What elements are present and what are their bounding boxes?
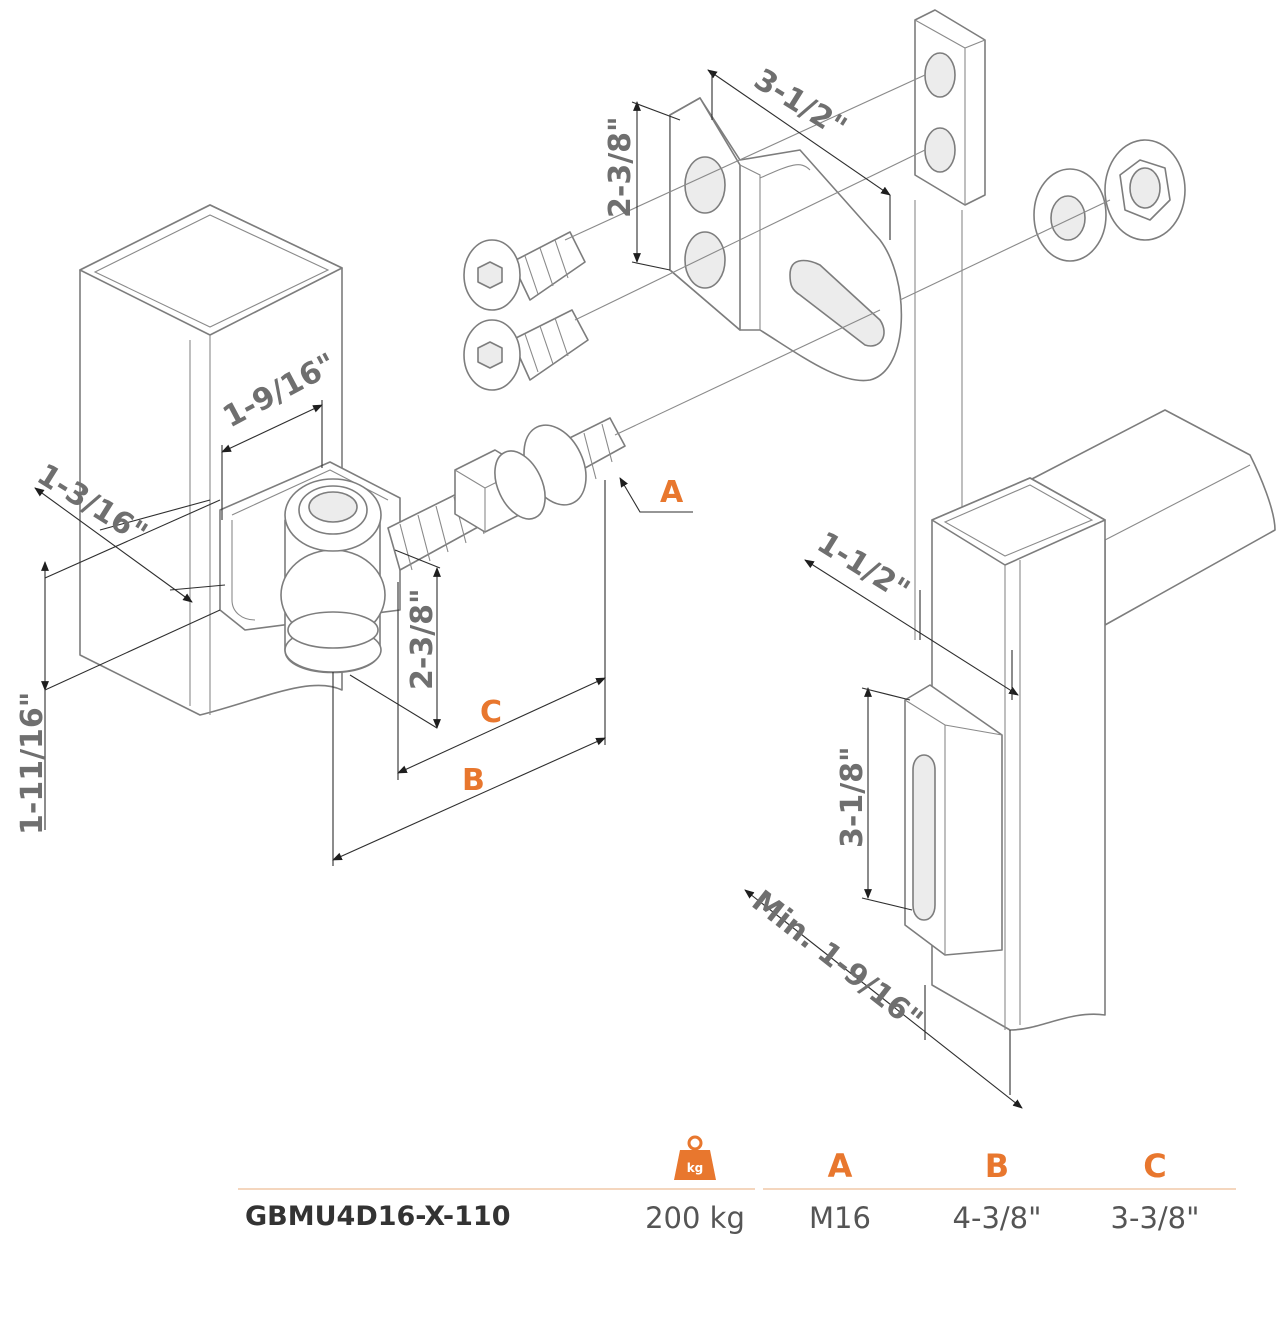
dim-b: B: [332, 672, 606, 866]
svg-text:C: C: [480, 695, 502, 730]
product-code: GBMU4D16-X-110: [245, 1201, 511, 1232]
threaded-bar: [914, 9, 986, 206]
slotted-plate: [904, 684, 1003, 956]
col-header-c: C: [1143, 1147, 1166, 1185]
c-value: 3-3/8": [1111, 1201, 1200, 1235]
threaded-rod: [387, 417, 626, 571]
flange-nut: [1104, 139, 1186, 241]
callout-a: A: [619, 475, 693, 513]
svg-text:B: B: [462, 763, 485, 798]
svg-text:3-1/8": 3-1/8": [835, 746, 870, 848]
screw-top: [463, 231, 586, 311]
gate-mounting-plate: [669, 97, 903, 382]
svg-text:2-3/8": 2-3/8": [603, 116, 638, 218]
svg-text:2-3/8": 2-3/8": [405, 588, 440, 690]
dim-c: C: [397, 480, 606, 780]
hinge-eye: [280, 478, 386, 674]
dim-slot-height: 3-1/8": [835, 687, 913, 911]
spec-table: kg A B C GBMU4D16-X-110 200 kg M16 4-3/8…: [238, 1135, 1236, 1235]
col-header-a: A: [828, 1147, 853, 1185]
col-header-b: B: [985, 1147, 1009, 1185]
screw-bottom: [463, 309, 589, 391]
weight-value: 200 kg: [645, 1201, 745, 1235]
washer: [1033, 168, 1107, 262]
dim-plate-height: 2-3/8": [603, 101, 681, 271]
svg-text:1-1/2": 1-1/2": [811, 525, 916, 609]
b-value: 4-3/8": [953, 1201, 1042, 1235]
svg-text:A: A: [660, 475, 684, 510]
weight-icon: kg: [674, 1135, 716, 1180]
gate-horizontal-tube: [1029, 409, 1276, 626]
a-value: M16: [809, 1201, 871, 1235]
dim-1-11-16: 1-11/16": [15, 499, 221, 835]
svg-text:1-11/16": 1-11/16": [15, 692, 50, 835]
svg-text:kg: kg: [687, 1161, 704, 1175]
